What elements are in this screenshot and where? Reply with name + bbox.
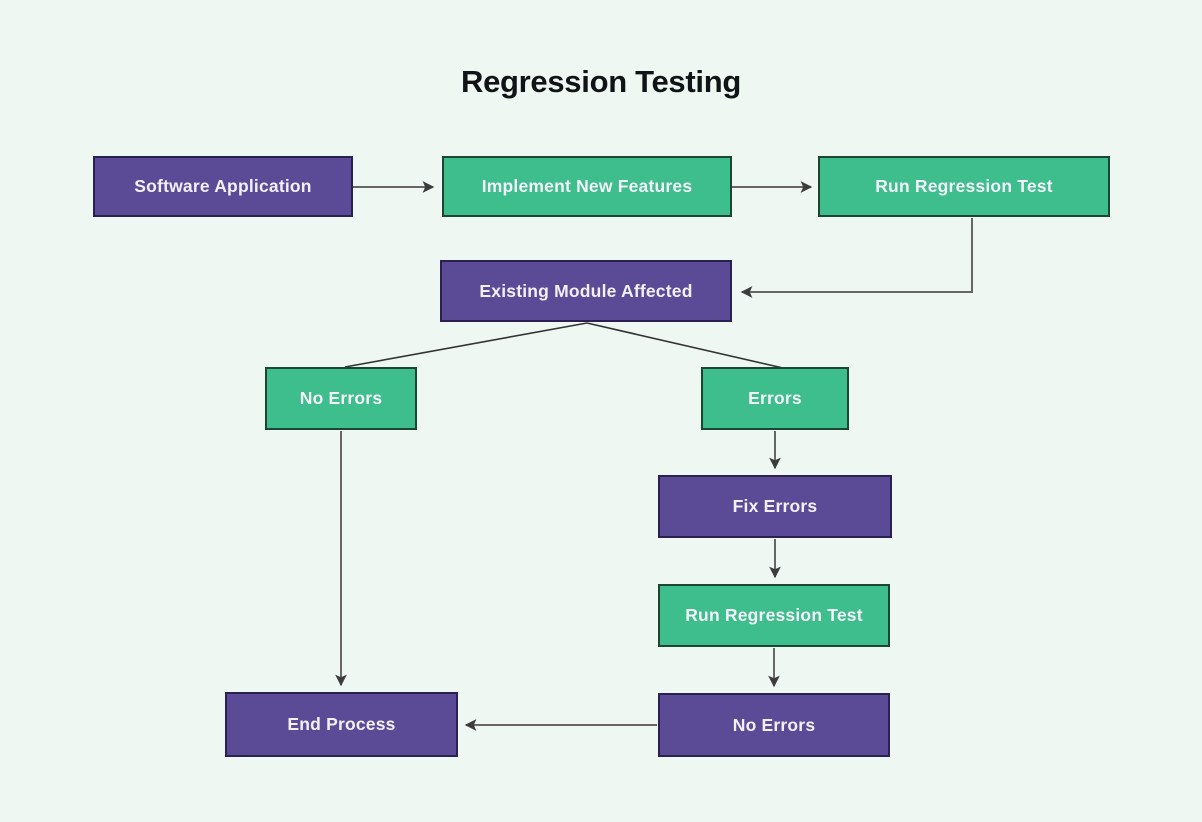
node-software-application: Software Application [93, 156, 353, 217]
edge-runtest-to-existing-module [740, 218, 973, 298]
node-run-regression-test-1: Run Regression Test [818, 156, 1110, 217]
node-fix-errors: Fix Errors [658, 475, 892, 538]
node-label: End Process [287, 714, 396, 734]
node-implement-new-features: Implement New Features [442, 156, 732, 217]
node-no-errors-final: No Errors [658, 693, 890, 757]
edge-existing-to-no-errors [344, 322, 588, 368]
node-label: Run Regression Test [875, 176, 1053, 196]
node-label: Fix Errors [732, 496, 818, 516]
node-label: No Errors [299, 388, 383, 408]
node-label: Errors [748, 388, 802, 408]
node-label: Software Application [134, 176, 312, 196]
node-label: Existing Module Affected [479, 280, 693, 301]
node-run-regression-test-2: Run Regression Test [658, 584, 890, 647]
diagram-title: Regression Testing [461, 64, 741, 99]
node-label: Run Regression Test [685, 605, 863, 625]
node-label: No Errors [732, 714, 816, 735]
edge-existing-to-errors [586, 322, 784, 369]
node-label: Implement New Features [481, 176, 693, 196]
node-end-process: End Process [225, 692, 458, 757]
node-errors-branch: Errors [701, 367, 849, 430]
node-no-errors-branch: No Errors [265, 367, 417, 430]
node-existing-module-affected: Existing Module Affected [440, 260, 732, 322]
